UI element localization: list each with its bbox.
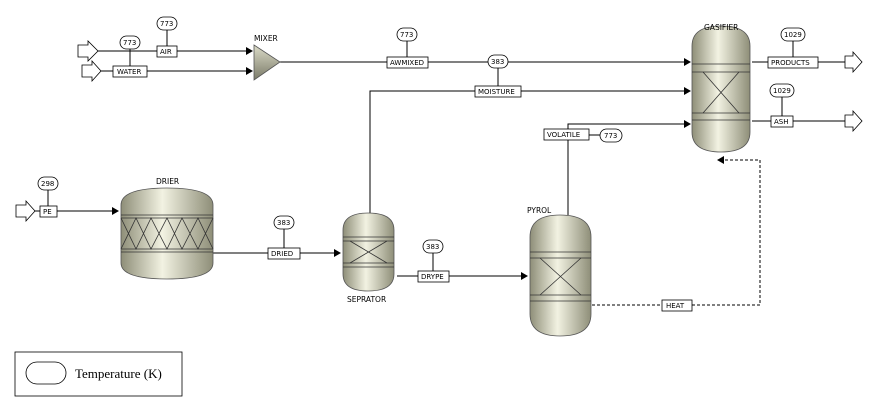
- air-tag[interactable]: AIR: [156, 45, 178, 58]
- dried-tag[interactable]: DRIED: [267, 247, 301, 260]
- svg-text:AWMIXED: AWMIXED: [390, 59, 424, 67]
- legend-label: Temperature (K): [75, 366, 162, 381]
- air-feed-arrow-icon: [77, 40, 99, 62]
- separator-label: SEPRATOR: [347, 295, 386, 304]
- dried-temperature: 383: [273, 215, 295, 248]
- water-feed-arrow-icon: [81, 59, 102, 83]
- svg-text:773: 773: [160, 20, 173, 28]
- products-tag[interactable]: PRODUCTS: [767, 56, 819, 69]
- stream-drype[interactable]: [397, 272, 528, 280]
- svg-text:773: 773: [604, 132, 617, 140]
- heat-tag[interactable]: HEAT: [661, 299, 693, 312]
- svg-text:383: 383: [277, 219, 290, 227]
- svg-text:1029: 1029: [784, 31, 802, 39]
- svg-text:MOISTURE: MOISTURE: [478, 88, 515, 96]
- volatile-tag[interactable]: VOLATILE: [543, 128, 590, 141]
- svg-text:AIR: AIR: [160, 48, 172, 56]
- moisture-temperature: 383: [487, 54, 509, 86]
- svg-text:DRIED: DRIED: [271, 250, 293, 258]
- svg-text:WATER: WATER: [117, 68, 141, 76]
- svg-text:PRODUCTS: PRODUCTS: [771, 59, 810, 67]
- separator-unit[interactable]: SEPRATOR: [342, 212, 395, 304]
- stream-heat[interactable]: [592, 156, 761, 306]
- svg-text:PE: PE: [43, 208, 52, 216]
- drype-tag[interactable]: DRYPE: [417, 270, 450, 283]
- moisture-tag[interactable]: MOISTURE: [474, 85, 522, 98]
- svg-text:DRYPE: DRYPE: [421, 273, 444, 281]
- legend: Temperature (K): [14, 351, 183, 397]
- drier-unit[interactable]: DRIER: [120, 177, 214, 280]
- pe-tag[interactable]: PE: [39, 205, 58, 218]
- water-temperature: 773: [119, 35, 141, 66]
- products-temperature: 1029: [780, 27, 806, 57]
- mixer-unit[interactable]: MIXER: [253, 34, 281, 81]
- pyrol-unit[interactable]: PYROL: [527, 206, 592, 337]
- svg-text:ASH: ASH: [774, 118, 789, 126]
- svg-text:773: 773: [400, 31, 413, 39]
- pyrol-label: PYROL: [527, 206, 552, 215]
- water-tag[interactable]: WATER: [112, 65, 148, 78]
- legend-oval-icon: [25, 361, 67, 385]
- awmixed-temperature: 773: [396, 27, 418, 57]
- drype-temperature: 383: [422, 239, 444, 271]
- svg-text:HEAT: HEAT: [666, 302, 685, 310]
- gasifier-unit[interactable]: GASIFIER: [691, 23, 751, 153]
- ash-tag[interactable]: ASH: [770, 115, 794, 128]
- ash-temperature: 1029: [769, 83, 795, 116]
- pe-temperature: 298: [37, 176, 59, 206]
- awmixed-tag[interactable]: AWMIXED: [386, 56, 429, 69]
- pe-feed-arrow-icon: [15, 199, 36, 223]
- air-temperature: 773: [156, 16, 178, 46]
- drier-label: DRIER: [156, 177, 179, 186]
- svg-text:298: 298: [41, 180, 54, 188]
- stream-awmixed[interactable]: [280, 58, 691, 66]
- svg-text:1029: 1029: [773, 87, 791, 95]
- products-outlet-arrow-icon: [844, 50, 863, 74]
- gasifier-label: GASIFIER: [704, 23, 738, 32]
- stream-volatile[interactable]: [567, 120, 691, 215]
- svg-text:773: 773: [123, 39, 136, 47]
- svg-text:383: 383: [426, 243, 439, 251]
- stream-moisture[interactable]: [369, 87, 691, 215]
- svg-text:VOLATILE: VOLATILE: [547, 131, 580, 139]
- svg-text:383: 383: [491, 58, 504, 66]
- mixer-label: MIXER: [254, 34, 278, 43]
- ash-outlet-arrow-icon: [844, 109, 863, 133]
- volatile-temperature: 773: [589, 128, 623, 143]
